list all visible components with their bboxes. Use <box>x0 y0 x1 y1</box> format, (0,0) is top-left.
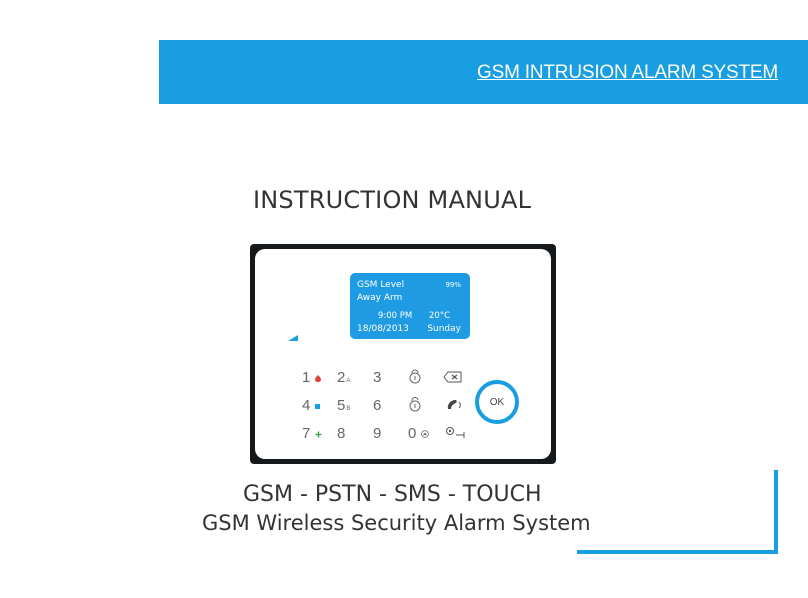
subtitle-line-1: GSM - PSTN - SMS - TOUCH <box>243 482 542 507</box>
key-1[interactable]: 1 <box>302 369 332 391</box>
key-0[interactable]: 0 <box>408 425 438 447</box>
key-2-label: 2 <box>337 369 346 386</box>
panic-plus-icon <box>315 431 322 438</box>
key-4[interactable]: 4 <box>302 397 332 419</box>
alarm-panel-image: GSM Level 99% Away Arm 9:00 PM 20°C 18/0… <box>250 244 556 464</box>
disarm-key[interactable] <box>408 396 438 419</box>
lcd-day: Sunday <box>427 324 461 334</box>
corner-accent-horizontal <box>577 550 778 554</box>
lcd-temperature: 20°C <box>429 311 451 321</box>
arm-mode: Away Arm <box>357 293 403 303</box>
key-5[interactable]: 5B <box>337 397 367 419</box>
lcd-date: 18/08/2013 <box>357 324 409 334</box>
manual-title: INSTRUCTION MANUAL <box>253 186 532 214</box>
lcd-time: 9:00 PM <box>378 311 413 321</box>
phone-icon <box>447 400 461 409</box>
arm-key[interactable] <box>408 369 438 391</box>
key-7-label: 7 <box>302 425 311 442</box>
key-5-sub: B <box>346 406 351 412</box>
subtitle-line-2: GSM Wireless Security Alarm System <box>202 511 591 535</box>
home-icon <box>420 430 429 438</box>
corner-accent-vertical <box>774 470 778 554</box>
gsm-level-value: 99% <box>445 281 461 289</box>
fire-icon <box>314 375 321 382</box>
key-7[interactable]: 7 <box>302 425 332 447</box>
settings-icon <box>446 427 465 438</box>
key-8[interactable]: 8 <box>337 425 367 447</box>
delete-key[interactable] <box>443 370 473 392</box>
key-3[interactable]: 3 <box>373 369 403 391</box>
lcd-screen: GSM Level 99% Away Arm 9:00 PM 20°C 18/0… <box>350 273 470 339</box>
backspace-icon <box>443 371 462 383</box>
key-2[interactable]: 2A <box>337 369 367 391</box>
banner-title: GSM INTRUSION ALARM SYSTEM <box>477 62 778 83</box>
key-1-label: 1 <box>302 369 311 386</box>
arm-lock-icon <box>409 369 421 384</box>
medical-icon <box>314 404 320 409</box>
key-6-label: 6 <box>373 397 382 414</box>
key-4-label: 4 <box>302 397 311 414</box>
call-key[interactable] <box>445 398 475 420</box>
signal-icon <box>288 335 298 341</box>
key-5-label: 5 <box>337 397 346 414</box>
ok-button[interactable]: OK <box>475 380 519 424</box>
gsm-level-label: GSM Level <box>357 280 405 290</box>
key-6[interactable]: 6 <box>373 397 403 419</box>
key-0-label: 0 <box>408 425 417 442</box>
ok-label: OK <box>489 396 505 408</box>
key-9[interactable]: 9 <box>373 425 403 447</box>
key-2-sub: A <box>346 378 351 384</box>
panel-face: GSM Level 99% Away Arm 9:00 PM 20°C 18/0… <box>255 249 551 459</box>
key-8-label: 8 <box>337 425 346 442</box>
key-9-label: 9 <box>373 425 382 442</box>
key-3-label: 3 <box>373 369 382 386</box>
settings-key[interactable] <box>445 425 475 447</box>
header-banner: GSM INTRUSION ALARM SYSTEM <box>159 40 808 104</box>
disarm-lock-icon <box>409 396 421 412</box>
